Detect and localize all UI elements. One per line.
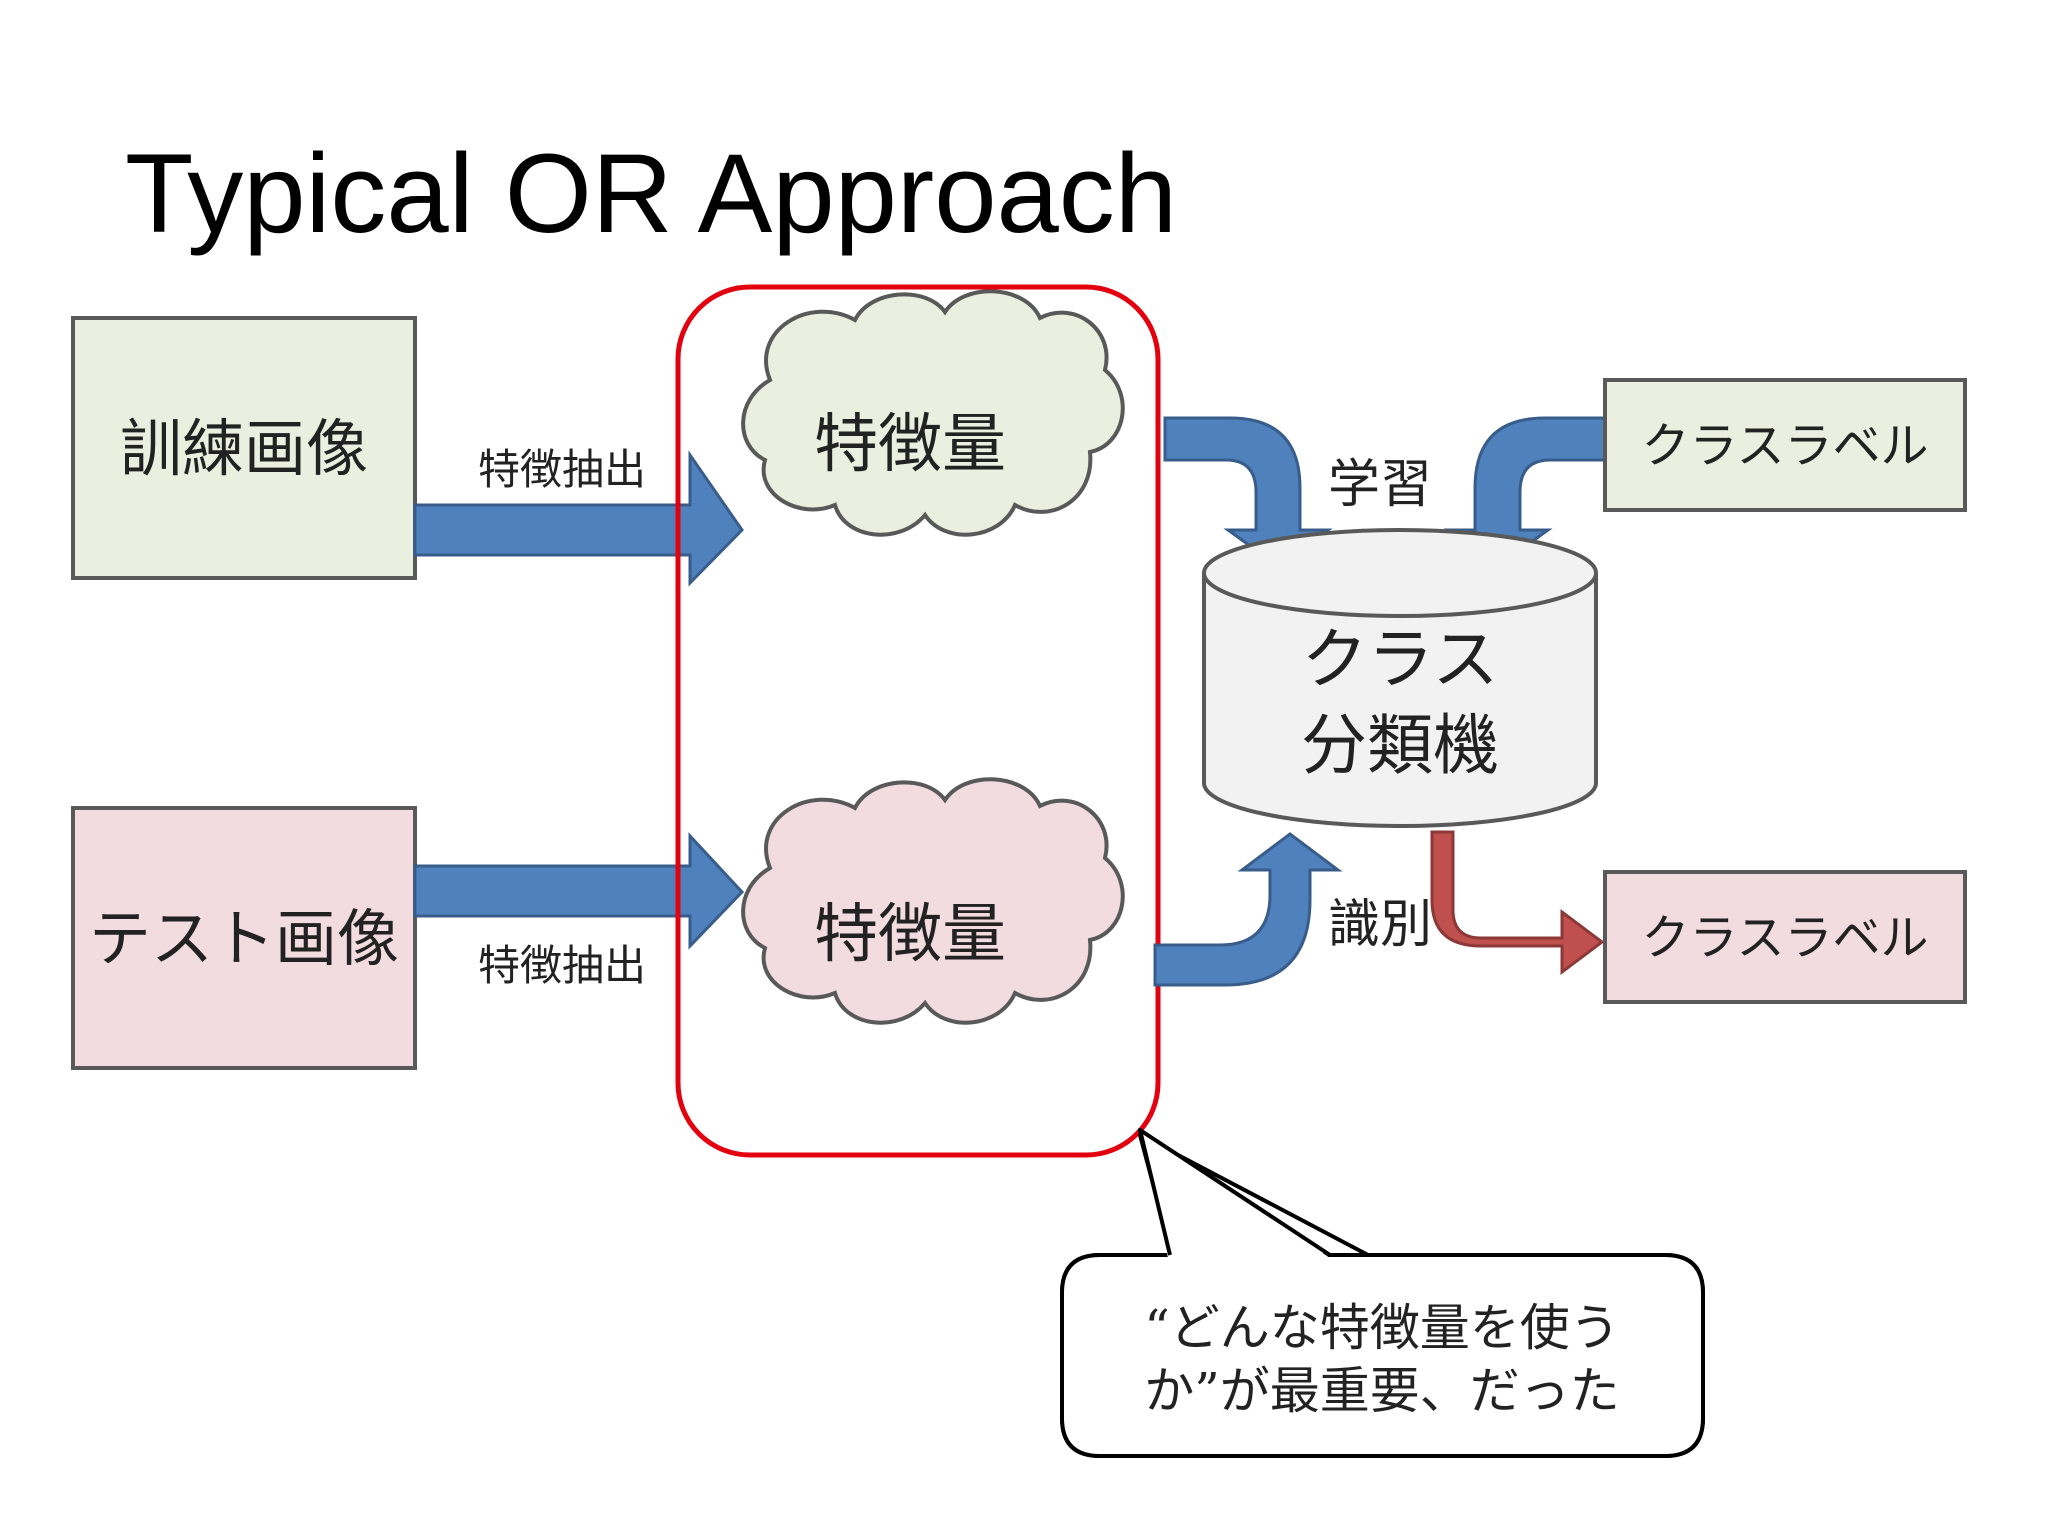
class-label-top: クラスラベル (1641, 418, 1928, 474)
test-image-label: テスト画像 (89, 902, 399, 975)
classifier-cylinder-top (1202, 528, 1598, 618)
class-label-bottom: クラスラベル (1641, 910, 1928, 966)
callout-line1: “どんな特徴量を使う (1144, 1299, 1620, 1357)
training-image-box (71, 316, 417, 580)
test-feature-cloud (741, 777, 1125, 1025)
feature-highlight-frame (675, 284, 1161, 1158)
slide-title: Typical OR Approach (125, 131, 1177, 256)
test-feature-label: 特徴量 (814, 898, 1006, 972)
identify-label: 識別 (1328, 895, 1432, 955)
class-label-box-bottom (1603, 870, 1967, 1004)
classifier-label-line1: クラス (1302, 621, 1499, 698)
test-extract-label: 特徴抽出 (478, 941, 646, 990)
train-feature-cloud (741, 289, 1125, 537)
train-extract-label: 特徴抽出 (478, 445, 646, 494)
test-extract-arrow (413, 832, 745, 950)
callout-tail (1138, 1128, 1332, 1257)
learn-label: 学習 (1328, 455, 1432, 515)
identify-arrow-out (1430, 830, 1605, 975)
classifier-label-line2: 分類機 (1301, 707, 1499, 784)
identify-arrow-in (1153, 832, 1343, 987)
train-feature-label: 特徴量 (814, 408, 1006, 482)
test-image-box (71, 806, 417, 1070)
train-extract-arrow (413, 450, 744, 587)
learn-arrow-left (1163, 416, 1333, 568)
class-label-box-top (1603, 378, 1967, 512)
callout-box (1060, 1253, 1705, 1458)
label-to-classifier-arrow (1443, 416, 1607, 568)
training-image-label: 訓練画像 (120, 412, 368, 485)
classifier-cylinder-body (1202, 573, 1598, 828)
callout-line2: か”が最重要、だった (1144, 1362, 1620, 1420)
